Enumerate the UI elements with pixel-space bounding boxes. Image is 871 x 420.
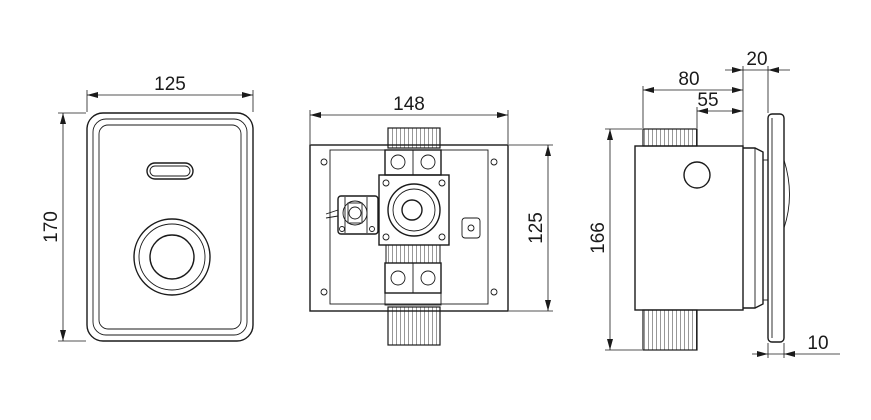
side-top-pipe: [642, 128, 698, 147]
flush-button-ring: [133, 218, 211, 296]
corner-screws: [320, 158, 498, 296]
flush-button: [149, 234, 195, 280]
box-outer: [309, 144, 509, 312]
dim-front-height: 170: [41, 211, 62, 243]
front-face-panel: [98, 124, 242, 330]
front-view: 125 170: [41, 74, 254, 342]
box-inner: [329, 149, 489, 305]
dim-side-depth-total: 80: [678, 69, 699, 90]
side-box-body: [634, 145, 744, 311]
bottom-threaded-pipe: [387, 306, 441, 346]
side-knockout-hole: [683, 161, 711, 189]
dim-plate-offset: 20: [746, 49, 767, 70]
dim-box-width: 148: [393, 94, 425, 115]
dim-front-width: 125: [154, 74, 186, 95]
dim-side-height: 166: [588, 222, 609, 254]
solenoid-valve: [387, 183, 441, 237]
side-flange: [743, 147, 764, 309]
mounting-bracket: [461, 217, 481, 239]
side-sensor-bulge: [783, 159, 790, 229]
side-view: 166 80 55 20 10: [588, 49, 840, 358]
dim-plate-thickness: 10: [807, 333, 828, 354]
side-cover-plate: [767, 113, 785, 343]
sensor-window: [146, 162, 194, 180]
dim-side-depth-inner: 55: [697, 90, 718, 111]
dim-box-height: 125: [526, 212, 547, 244]
flush-button-ring-inner: [138, 223, 206, 291]
valve-body: [378, 174, 450, 246]
front-outer-plate: [86, 112, 254, 342]
top-threaded-pipe: [387, 127, 441, 149]
side-bottom-pipe: [642, 309, 698, 351]
stop-valve: [325, 195, 379, 235]
valve-assembly: [378, 149, 450, 306]
open-box-view: 148 125: [309, 94, 553, 346]
sensor-window-inner: [149, 165, 191, 177]
front-inner-border: [92, 118, 248, 336]
